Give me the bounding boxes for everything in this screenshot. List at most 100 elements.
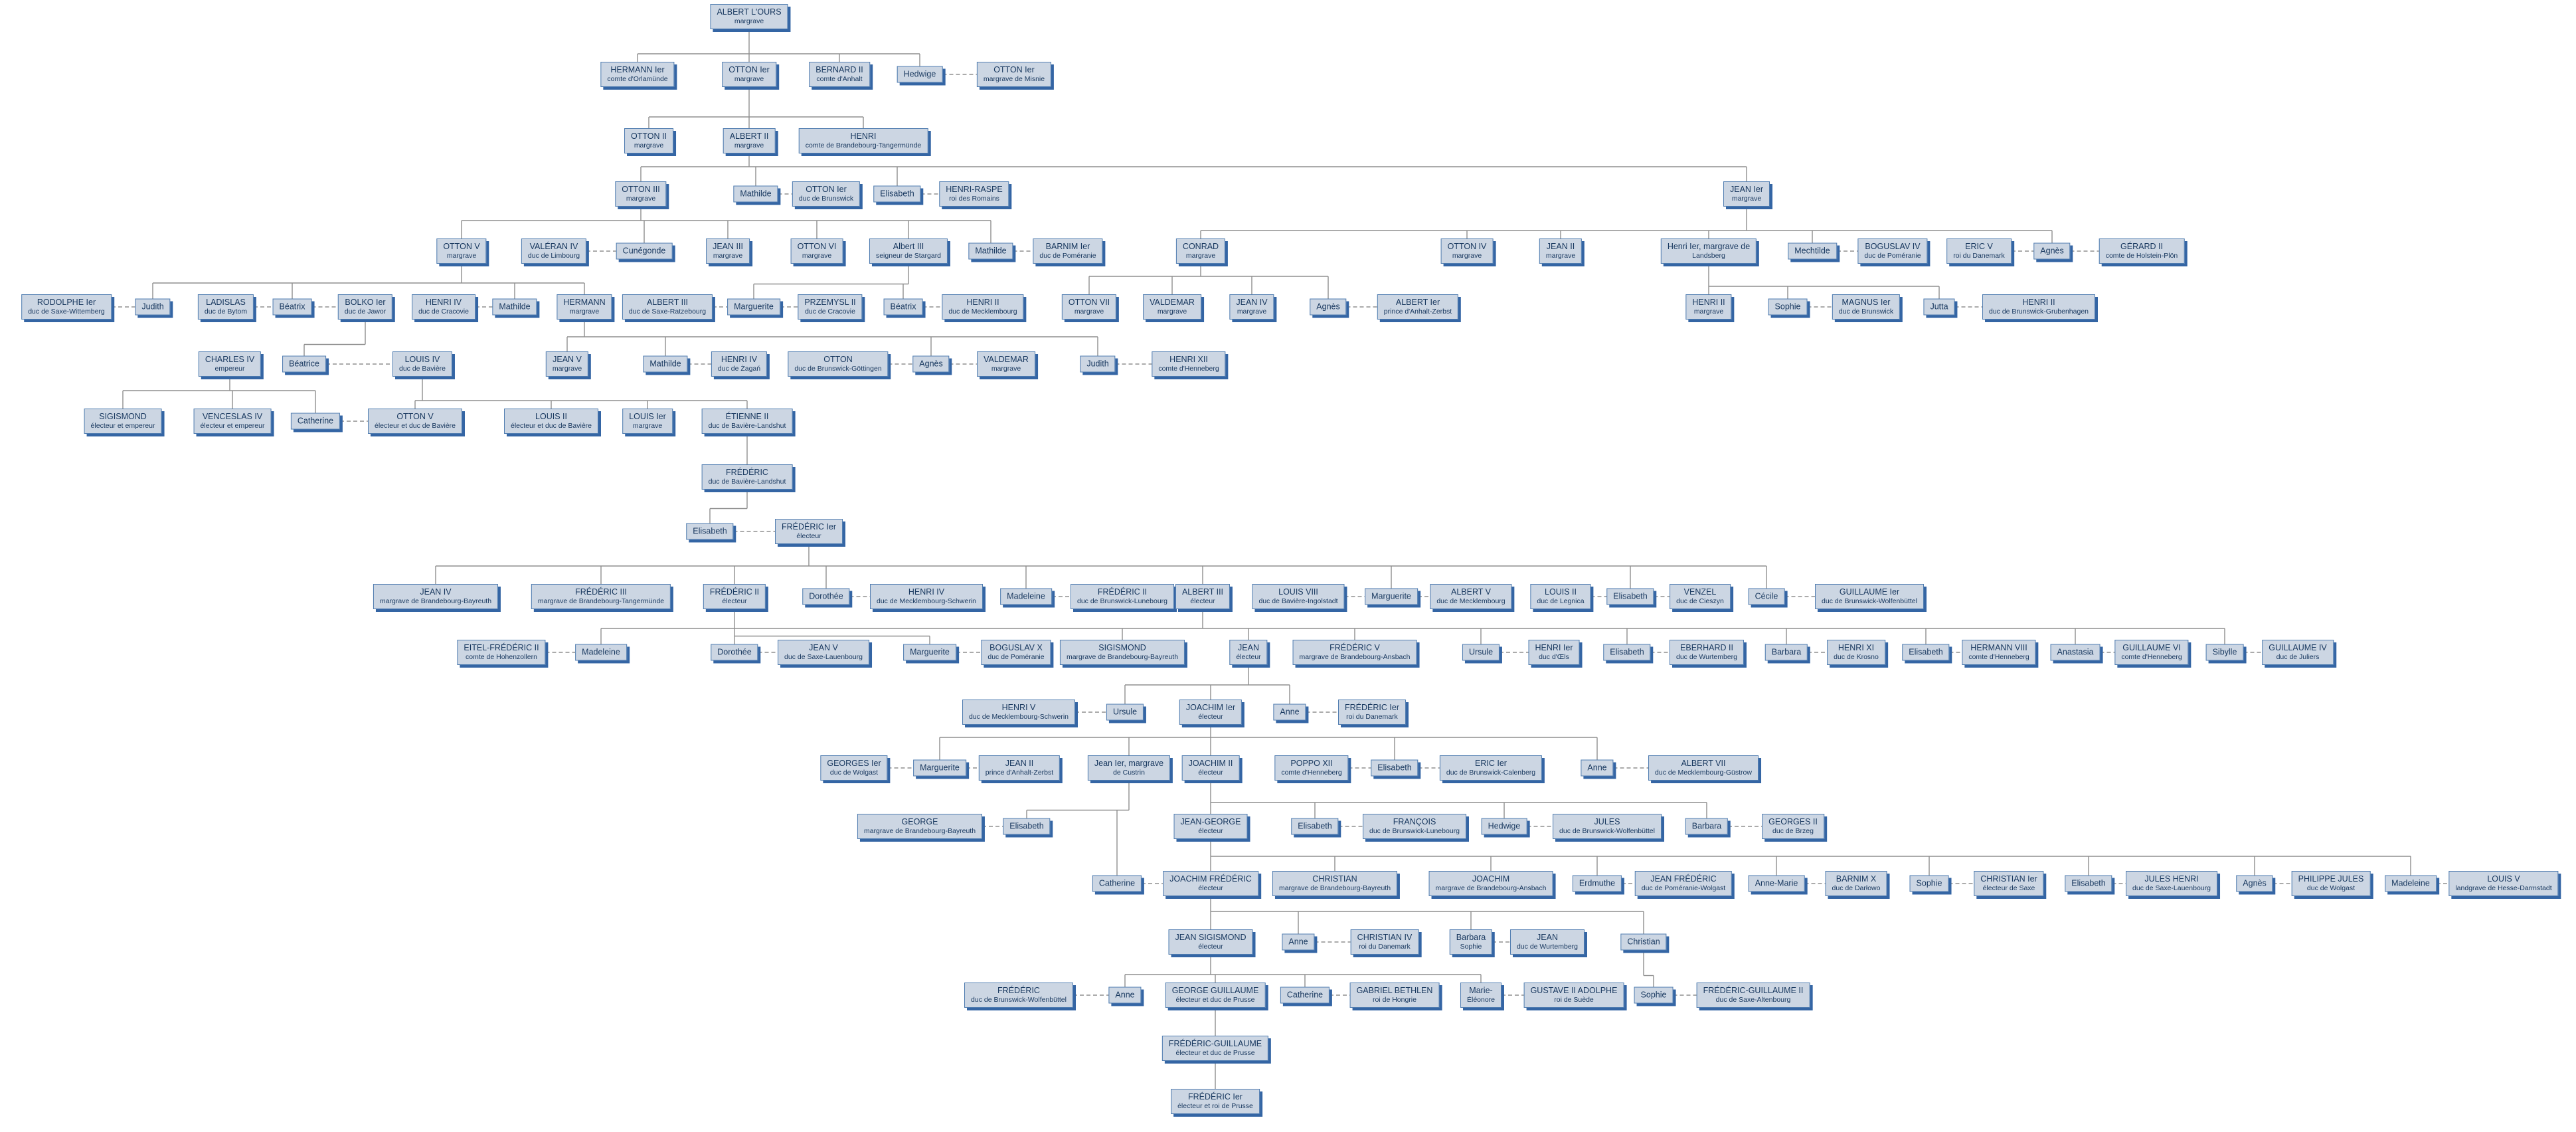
person-title: duc de Brunswick-Grubenhagen [1988,308,2089,316]
tree-node: Béatrice [282,355,326,373]
tree-node: Anne [1581,759,1614,777]
person-name: Anne [1280,707,1300,717]
person-name: Catherine [1286,990,1324,1000]
person-name: FRÉDÉRIC III [575,587,627,597]
person-title: margrave [626,195,656,203]
person-name: FRÉDÉRIC II [1097,587,1148,597]
person-name: OTTON III [622,185,660,194]
person-name: Jean Ier, margrave [1094,759,1164,768]
person-name: HENRI II [2022,298,2055,307]
person-name: GÉRARD II [2120,242,2163,251]
person-name: HENRI IV [721,355,758,364]
person-title: margrave [1545,252,1576,260]
person-name: VALDEMAR [1150,298,1195,307]
person-title: électeur et empereur [200,422,265,430]
person-name: Sophie [1774,302,1801,312]
tree-node: Elisabeth [1371,759,1418,777]
tree-node: Christian [1620,933,1667,951]
person-title: comte d'Orlamünde [607,75,668,83]
person-title: électeur et duc de Prusse [1175,996,1255,1004]
person-title: roi de Hongrie [1373,996,1417,1004]
person-name: Elisabeth [1610,647,1644,657]
person-name: OTTON VI [797,242,837,251]
person-name: OTTON VII [1068,298,1110,307]
tree-node: Catherine [1092,875,1142,892]
person-title: duc de Saxe-Ratzebourg [628,308,707,316]
person-name: FRÉDÉRIC [726,468,768,477]
person-name: OTTON V [396,412,434,421]
tree-node: Mechtilde [1788,242,1837,260]
person-name: BOGUSLAV X [989,643,1043,652]
tree-node: Cécile [1748,588,1785,605]
person-title: électeur et duc de Bavière [375,422,456,430]
person-name: OTTON Ier [729,65,770,74]
tree-node: Anne [1273,704,1306,721]
person-name: GUILLAUME IV [2269,643,2327,652]
person-name: EITEL-FRÉDÉRIC II [464,643,539,652]
person-name: Elisabeth [880,189,914,199]
person-title: duc de Brunswick-Wolfenbüttel [1559,827,1655,835]
person-name: Marguerite [1371,591,1411,601]
person-name: Agnès [919,359,943,369]
person-title: électeur [1198,769,1223,777]
person-title: électeur [722,597,747,605]
tree-node: Agnès [2033,242,2071,260]
person-title: margrave de Brandebourg-Bayreuth [379,597,492,605]
person-name: VENCESLAS IV [202,412,263,421]
person-title: duc de Brunswick-Lunebourg [1077,597,1167,605]
person-title: margrave [569,308,600,316]
person-name: JULES [1594,817,1620,826]
person-title: duc de Mecklembourg-Güstrow [1655,769,1752,777]
person-name: Christian [1627,937,1660,947]
person-name: OTTON IV [1447,242,1487,251]
person-name: HENRI IV [425,298,462,307]
person-title: duc de Brunswick [1838,308,1894,316]
person-title: roi de Suède [1554,996,1594,1004]
person-name: Anne [1115,990,1135,1000]
tree-node: Dorothée [711,644,758,661]
tree-node: Marie-Éléonore [1460,983,1502,1008]
person-name: LOUIS II [1545,587,1577,597]
person-title: duc de Juliers [2276,653,2320,661]
person-title: duc de Saxe-Wittemberg [28,308,105,316]
person-title: duc de Krosno [1834,653,1879,661]
person-name: ALBERT II [729,132,769,141]
person-title: électeur de Saxe [1982,884,2035,892]
person-title: margrave [734,17,764,25]
tree-node: Anne [1282,933,1315,951]
tree-node: Judith [1080,355,1116,373]
person-name: FRÉDÉRIC II [709,587,760,597]
person-name: Elisabeth [2071,878,2106,888]
person-title: duc de Brunswick-Wolfenbüttel [1822,597,1917,605]
person-name: VALDEMAR [984,355,1029,364]
person-name: Anastasia [2057,647,2094,657]
person-name: BERNARD II [816,65,863,74]
person-name: GUILLAUME VI [2122,643,2181,652]
person-name: Béatrix [890,302,916,312]
